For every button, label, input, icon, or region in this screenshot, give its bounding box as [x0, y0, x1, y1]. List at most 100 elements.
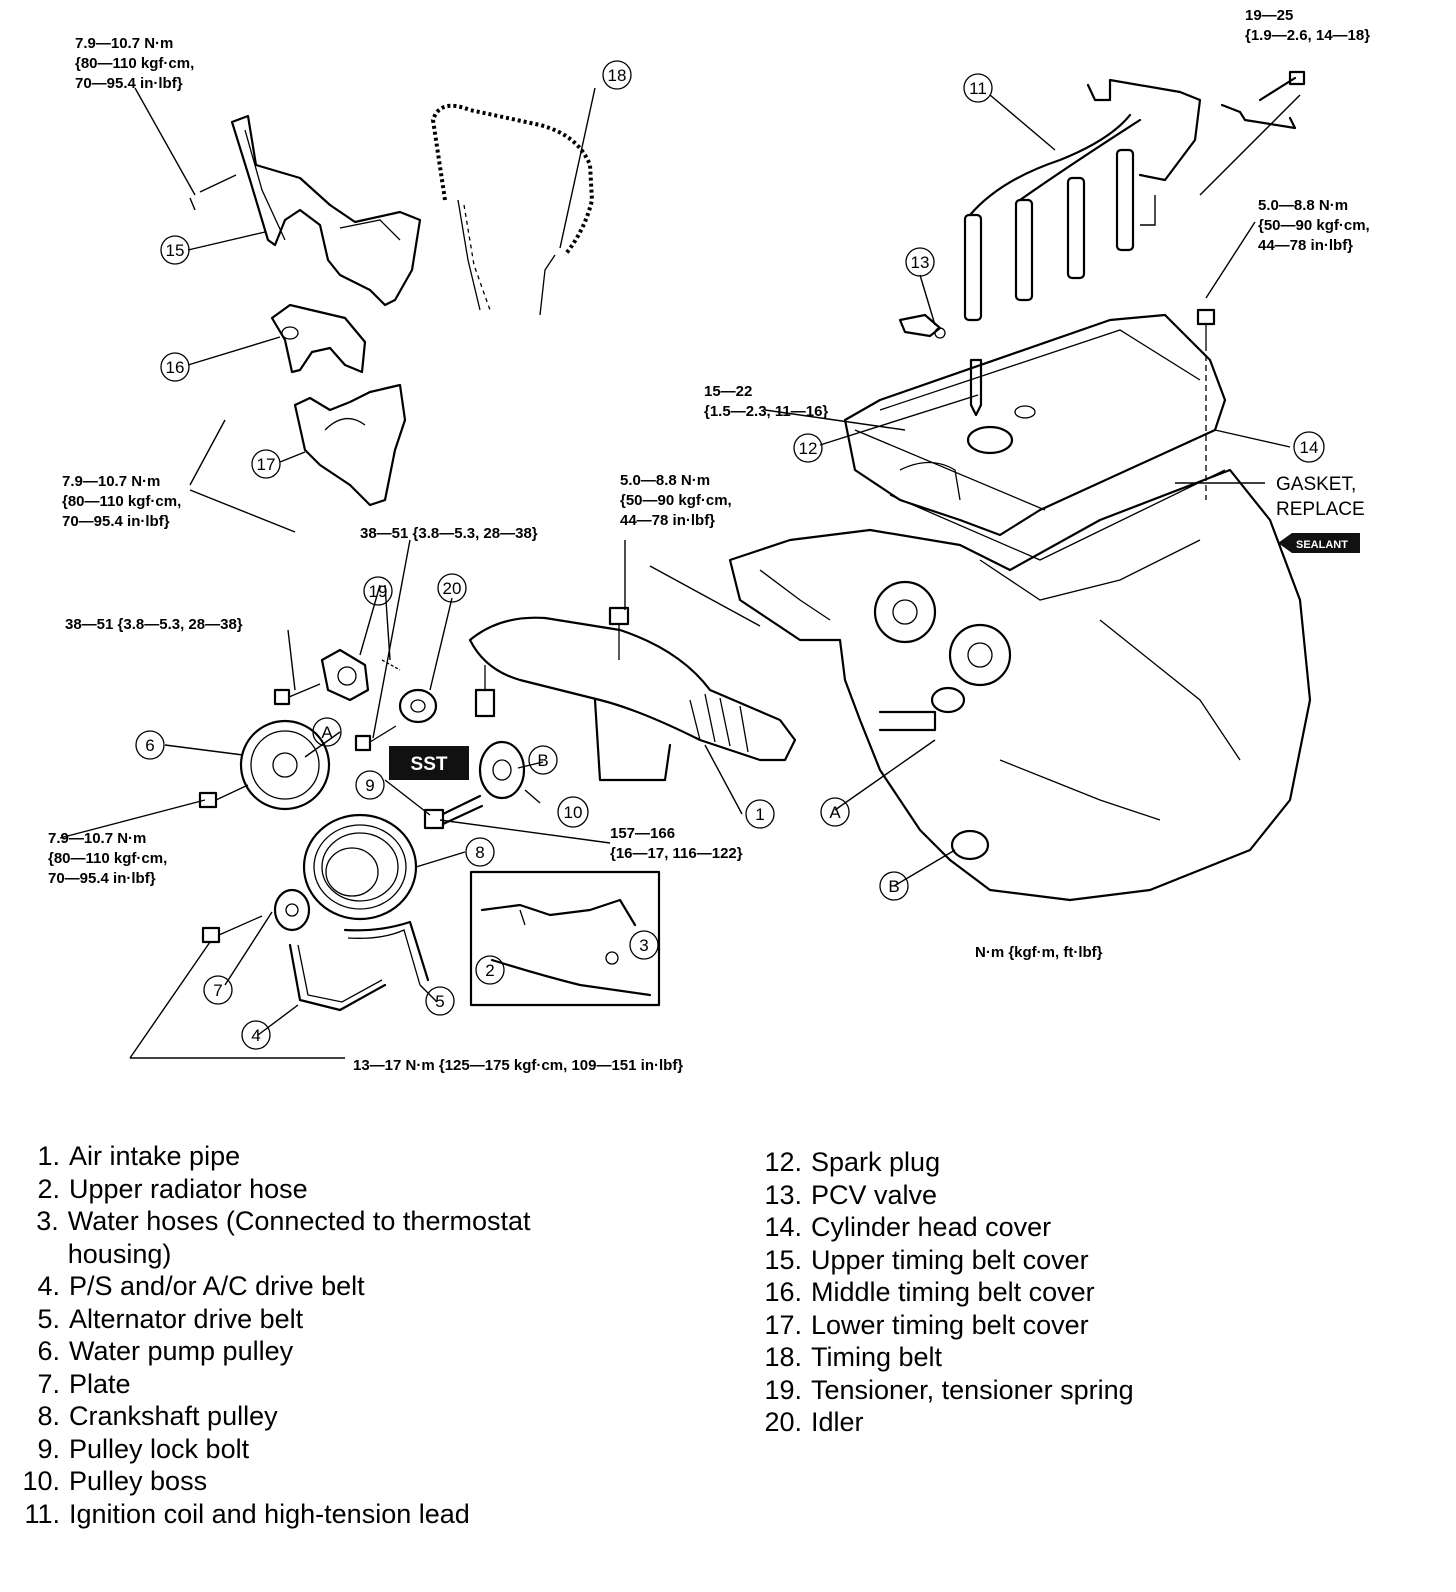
coil-bracket-bolt	[1220, 70, 1306, 130]
svg-text:19: 19	[369, 582, 388, 601]
svg-text:5.0—8.8 N·m: 5.0—8.8 N·m	[620, 472, 710, 489]
callout-7: 7	[203, 975, 233, 1005]
callout-8: 8	[465, 837, 495, 867]
svg-text:14: 14	[1300, 438, 1319, 457]
legend-item-label: Timing belt	[811, 1342, 943, 1372]
svg-text:9: 9	[365, 776, 374, 795]
legend-item: 17.Lower timing belt cover	[750, 1309, 1310, 1342]
legend-item: 13. PCV valve	[750, 1179, 1310, 1212]
legend-item-label: Spark plug	[811, 1147, 941, 1177]
callout-2: 2	[475, 955, 505, 985]
legend-item: 12.Spark plug	[750, 1146, 1310, 1179]
svg-text:38—51 {3.8—5.3, 28—38}: 38—51 {3.8—5.3, 28—38}	[360, 525, 538, 542]
callout-11: 11	[963, 73, 993, 103]
callout-19: 19	[363, 576, 393, 606]
svg-text:A: A	[321, 723, 333, 742]
torque-label-cover-bolt: 7.9—10.7 N·m {80—110 kgf·cm, 70—95.4 in·…	[62, 473, 181, 530]
legend-item-number: 19.	[764, 1374, 802, 1405]
legend-item-number: 17.	[764, 1309, 802, 1340]
gasket-note: GASKET, REPLACE	[1276, 474, 1365, 520]
callout-10: 10	[557, 796, 589, 828]
svg-text:20: 20	[443, 579, 462, 598]
inset-radiator-hose	[469, 870, 661, 1007]
legend-item-number: 8.	[37, 1401, 60, 1431]
legend-item-number: 4.	[37, 1271, 60, 1301]
svg-text:70—95.4 in·lbf}: 70—95.4 in·lbf}	[75, 75, 183, 92]
torque-label-top-left: 7.9—10.7 N·m {80—110 kgf·cm, 70—95.4 in·…	[75, 35, 194, 92]
head-cover-bolt	[1196, 308, 1216, 500]
legend-item-number: 13.	[764, 1179, 802, 1210]
legend-item-number: 7.	[37, 1368, 60, 1399]
svg-text:7.9—10.7 N·m: 7.9—10.7 N·m	[62, 473, 160, 490]
idler	[398, 688, 438, 724]
callout-14: 14	[1293, 431, 1325, 463]
ignition-coil-leads	[963, 78, 1202, 322]
torque-label-lock-bolt: 157—166 {16—17, 116—122}	[610, 825, 743, 862]
leader-lines	[59, 87, 1301, 1059]
callout-3: 3	[629, 930, 659, 960]
svg-text:B: B	[537, 751, 548, 770]
sealant-icon: SEALANT	[1278, 533, 1360, 553]
svg-text:16: 16	[166, 358, 185, 377]
legend-item-label: PCV valve	[811, 1179, 938, 1210]
legend-item-number: 9.	[37, 1433, 60, 1464]
callout-15: 15	[160, 235, 190, 265]
head-cover-gasket	[889, 469, 1226, 561]
legend-item-number: 14.	[764, 1212, 802, 1242]
pcv-valve	[898, 313, 946, 339]
svg-text:{50—90 kgf·cm,: {50—90 kgf·cm,	[1258, 217, 1370, 234]
legend-item-number: 11.	[24, 1498, 60, 1529]
torque-units-note: N·m {kgf·m, ft·lbf}	[975, 944, 1103, 961]
legend-item-number: 16.	[764, 1277, 802, 1307]
svg-text:REPLACE: REPLACE	[1276, 499, 1365, 520]
svg-text:7: 7	[213, 981, 222, 1000]
callout-6: 6	[135, 730, 165, 760]
middle-timing-belt-cover	[270, 303, 367, 374]
plate-bolt	[201, 915, 263, 944]
pulley-lock-bolt	[423, 794, 484, 830]
svg-text:{1.5—2.3, 11—16}: {1.5—2.3, 11—16}	[704, 403, 828, 420]
callout-A-pulley: A	[312, 717, 342, 747]
legend-item-label: Alternator drive belt	[69, 1303, 304, 1334]
legend-item-label: Middle timing belt cover	[811, 1277, 1095, 1307]
legend-item: 8.Crankshaft pulley	[8, 1400, 628, 1433]
svg-text:6: 6	[145, 736, 154, 755]
svg-text:N·m {kgf·m, ft·lbf}: N·m {kgf·m, ft·lbf}	[975, 944, 1103, 961]
svg-text:44—78 in·lbf}: 44—78 in·lbf}	[620, 512, 715, 529]
svg-text:{1.9—2.6, 14—18}: {1.9—2.6, 14—18}	[1245, 27, 1370, 44]
svg-text:13—17 N·m {125—175 kgf·cm, 10: 13—17 N·m {125—175 kgf·cm, 109—151 in·lb…	[353, 1057, 683, 1074]
svg-text:5: 5	[435, 992, 444, 1011]
svg-text:5.0—8.8 N·m: 5.0—8.8 N·m	[1258, 197, 1348, 214]
tensioner-bolt	[273, 683, 321, 706]
air-intake-pipe	[468, 616, 797, 782]
legend-item-label: Plate	[69, 1368, 131, 1399]
idler-bolt	[354, 725, 397, 752]
svg-text:15: 15	[166, 241, 185, 260]
legend-item: 1.Air intake pipe	[8, 1140, 628, 1173]
torque-label-top-right: 19—25 {1.9—2.6, 14—18}	[1245, 7, 1370, 44]
callout-B-boss: B	[528, 745, 558, 775]
svg-text:B: B	[888, 877, 899, 896]
svg-text:{50—90 kgf·cm,: {50—90 kgf·cm,	[620, 492, 732, 509]
torque-label-intake-bolt: 5.0—8.8 N·m {50—90 kgf·cm, 44—78 in·lbf}	[620, 472, 732, 529]
svg-text:8: 8	[475, 843, 484, 862]
svg-text:70—95.4 in·lbf}: 70—95.4 in·lbf}	[48, 870, 156, 887]
legend-item-label: Pulley boss	[69, 1466, 208, 1496]
svg-text:44—78 in·lbf}: 44—78 in·lbf}	[1258, 237, 1353, 254]
legend-item: 15.Upper timing belt cover	[750, 1244, 1310, 1277]
legend-item-label: Ignition coil and high-tension lead	[69, 1498, 470, 1529]
svg-text:SEALANT: SEALANT	[1296, 539, 1348, 551]
callout-18: 18	[602, 60, 632, 90]
legend-item-number: 1.	[37, 1141, 60, 1171]
legend-item: 20.Idler	[750, 1406, 1310, 1439]
legend-item: 2.Upper radiator hose	[8, 1173, 628, 1206]
legend-item-label: P/S and/or A/C drive belt	[69, 1271, 365, 1301]
legend-item: 6.Water pump pulley	[8, 1335, 628, 1368]
legend-item: 10.Pulley boss	[8, 1465, 628, 1498]
svg-text:{80—110 kgf·cm,: {80—110 kgf·cm,	[75, 55, 194, 72]
callout-13: 13	[905, 247, 935, 277]
svg-text:70—95.4 in·lbf}: 70—95.4 in·lbf}	[62, 513, 170, 530]
pulley-boss	[478, 740, 526, 800]
callout-5: 5	[425, 986, 455, 1016]
